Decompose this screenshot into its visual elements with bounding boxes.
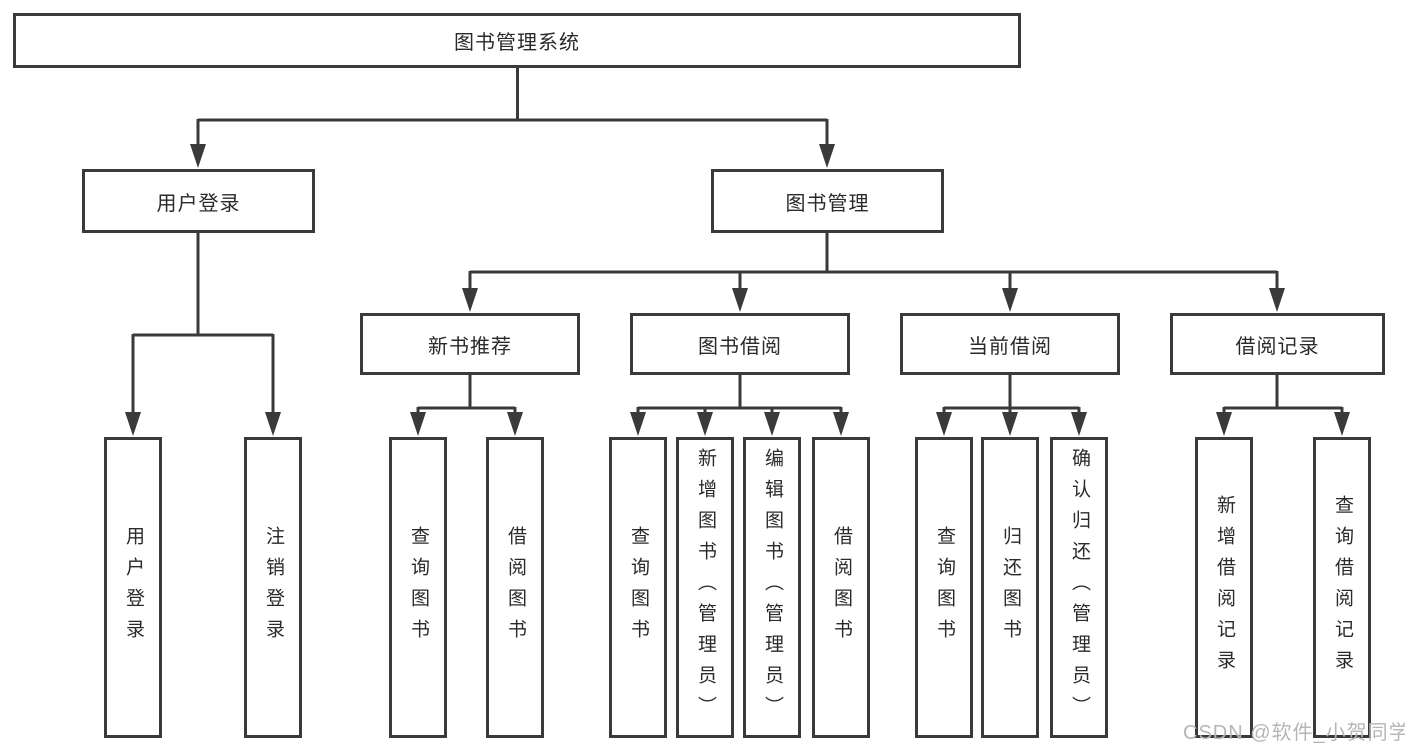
leaf-return-books: 归还图书 [981, 437, 1039, 738]
csdn-watermark: CSDN @软件_小贺同学 [1183, 722, 1405, 744]
node-borrow-records: 借阅记录 [1170, 313, 1385, 375]
node-library-system: 图书管理系统 [13, 13, 1021, 68]
leaf-query-borrow-record: 查询借阅记录 [1313, 437, 1371, 738]
node-book-borrow: 图书借阅 [630, 313, 850, 375]
leaf-user-login: 用户登录 [104, 437, 162, 738]
node-borrow-records-label: 借阅记录 [1235, 335, 1320, 358]
leaf-query-books-borrow: 查询图书 [609, 437, 667, 738]
leaf-borrow-books-recommend: 借阅图书 [486, 437, 544, 738]
node-book-management-label: 图书管理 [785, 192, 870, 215]
node-current-borrow: 当前借阅 [900, 313, 1120, 375]
node-book-borrow-label: 图书借阅 [698, 335, 782, 358]
leaf-logout: 注销登录 [244, 437, 302, 738]
leaf-confirm-return-admin: 确认归还（管理员） [1050, 437, 1108, 738]
leaf-edit-books-admin: 编辑图书（管理员） [743, 437, 801, 738]
node-current-borrow-label: 当前借阅 [968, 335, 1052, 358]
node-user-login: 用户登录 [82, 169, 315, 233]
leaf-query-books-recommend: 查询图书 [389, 437, 447, 738]
node-new-book-recommend: 新书推荐 [360, 313, 580, 375]
node-library-system-label: 图书管理系统 [454, 32, 580, 54]
leaf-query-books-current: 查询图书 [915, 437, 973, 738]
leaf-add-books-admin: 新增图书（管理员） [676, 437, 734, 738]
node-user-login-label: 用户登录 [156, 192, 241, 215]
node-new-book-recommend-label: 新书推荐 [428, 335, 512, 358]
leaf-add-borrow-record: 新增借阅记录 [1195, 437, 1253, 738]
node-book-management: 图书管理 [711, 169, 944, 233]
leaf-borrow-books: 借阅图书 [812, 437, 870, 738]
